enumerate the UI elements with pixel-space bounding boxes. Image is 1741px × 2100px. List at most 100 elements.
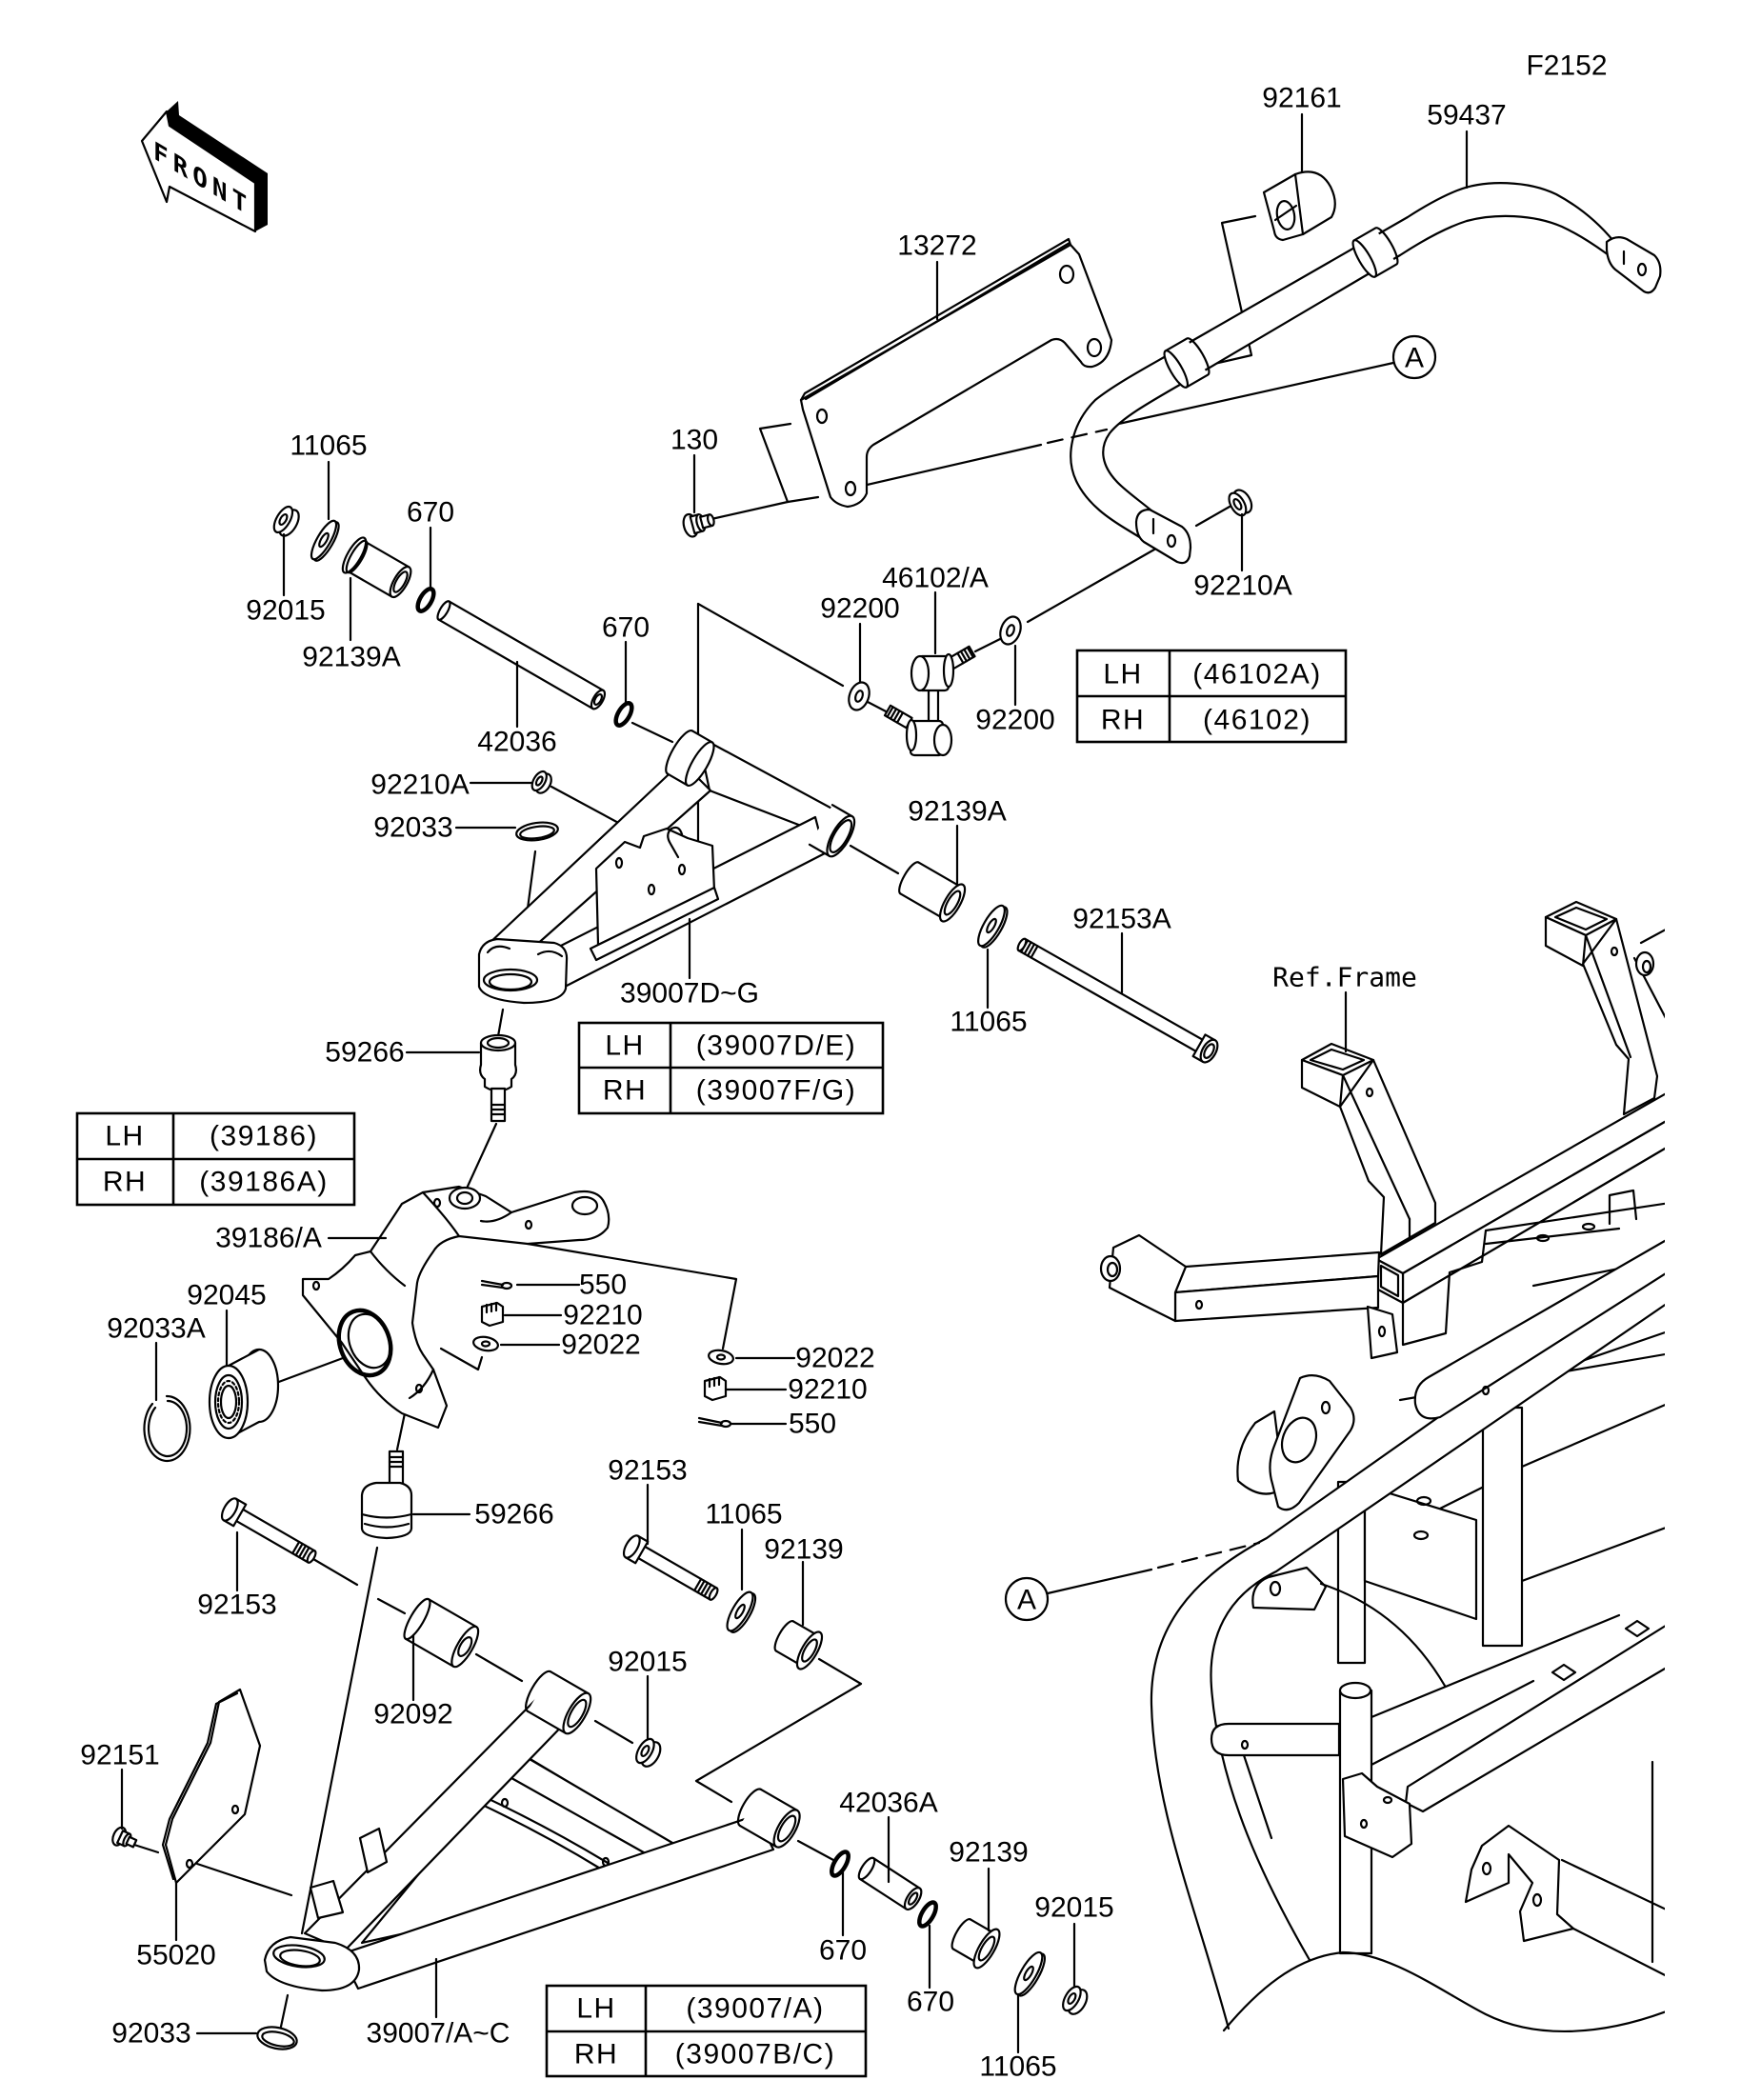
plate-edge: [161, 1691, 239, 1881]
bushing-back: [951, 1918, 972, 1950]
bushing-92139a-mid: [898, 861, 967, 923]
washer-92022-upper: [472, 1335, 499, 1352]
bushing-back: [773, 1620, 795, 1652]
nut-face: [1062, 1985, 1082, 2012]
bracket-bolt-group-line: [758, 422, 820, 504]
o-ring-670-d: [917, 1900, 938, 1929]
washer-hole: [1023, 1965, 1034, 1982]
bracket-plate: [799, 243, 1113, 509]
steering-arm-eye: [570, 1195, 599, 1216]
leader-lines: [120, 112, 1469, 2054]
callout-42036: 42036: [477, 727, 556, 758]
side-table-stabilizer-link: LH (46102A) RH (46102): [1075, 649, 1348, 744]
frame-bumper-inner-edge: [1210, 1303, 1665, 1962]
bolt-shank: [233, 1507, 316, 1564]
washer-hole: [854, 690, 864, 703]
table-side-cell: LH: [576, 1993, 615, 2025]
frame-hole: [1531, 1892, 1543, 1908]
frame-mount-bushing: [1280, 1416, 1318, 1464]
bar-end-eye-right: [1605, 235, 1662, 294]
washer-hole: [318, 531, 330, 549]
callout-92210a: 92210A: [370, 770, 469, 801]
marker-circle: [1391, 334, 1437, 380]
bar-collar: [1351, 227, 1399, 278]
bracket-hole: [647, 883, 656, 896]
cotter-pin-550-lower: [697, 1416, 732, 1429]
connection-a-line: [1112, 361, 1395, 427]
frame-hole: [1320, 1400, 1331, 1415]
callout-92210: 92210: [788, 1374, 867, 1406]
table-part-cell: (39007D/E): [696, 1030, 856, 1062]
side-table-upper-arm: LH (39007D/E) RH (39007F/G): [577, 1021, 885, 1115]
callout-130: 130: [670, 425, 718, 456]
arrow-face: [140, 110, 257, 233]
collar-body: [1353, 228, 1397, 277]
o-ring-670-c: [830, 1850, 850, 1878]
bushing-body: [776, 1621, 818, 1666]
knuckle-hole: [311, 1280, 321, 1291]
nut-92210a-arm: [530, 770, 552, 794]
bolt-shank: [635, 1544, 718, 1601]
boss-edge: [808, 804, 853, 857]
callout-670: 670: [907, 1987, 954, 2018]
link-lower-face: [932, 723, 953, 757]
pivot-pipe-42036: [436, 600, 607, 710]
frame-hole: [1415, 1495, 1432, 1507]
nut-92210a-bar: [1228, 489, 1253, 517]
ball-joint-59266-lower: [360, 1450, 413, 1540]
bolt-head-face: [220, 1497, 239, 1522]
callout-59266: 59266: [325, 1037, 404, 1069]
frame-hole: [1481, 1385, 1491, 1396]
pipe-bore: [592, 692, 604, 707]
callout-92022: 92022: [561, 1330, 640, 1361]
collar-end: [1163, 350, 1190, 389]
bolt-head-face: [622, 1534, 641, 1559]
washer-hole: [1006, 624, 1015, 637]
callout-92092: 92092: [373, 1699, 452, 1730]
callout-92139a: 92139A: [302, 642, 400, 673]
bushing-to-rear-pivot-line: [694, 1657, 863, 1804]
castle-nut-92210-lower: [703, 1375, 728, 1402]
balljoint-to-lower-arm-line: [300, 1546, 379, 1935]
castle-nut-92210-upper: [480, 1301, 505, 1328]
snap-ring-92033a: [143, 1394, 191, 1463]
nut-92015-upper: [272, 505, 300, 537]
boss-bore: [776, 1814, 797, 1843]
bolt-92153a: [1016, 937, 1219, 1064]
frame-post-cap-side: [1300, 1058, 1345, 1109]
frame-hole: [1377, 1325, 1387, 1338]
bushing-slit: [1273, 204, 1298, 222]
bracket-hole: [1086, 337, 1103, 358]
table-side-cell: LH: [1103, 659, 1142, 690]
callout-670: 670: [819, 1935, 867, 1967]
frame-hole: [1581, 1222, 1596, 1231]
cotter-pin-550-upper: [480, 1279, 513, 1290]
pipe-body: [438, 601, 604, 710]
ring-outer: [515, 821, 559, 842]
stabilizer-bracket-13272: [799, 237, 1113, 509]
frame-plate: [1401, 1147, 1665, 1347]
connection-a-line: [849, 443, 1043, 490]
nut-slots: [485, 1301, 498, 1314]
collar-edge: [1352, 227, 1399, 278]
bar-eye-hole: [1166, 533, 1177, 549]
bolt-head-recess: [1203, 1043, 1215, 1059]
boss-end: [684, 741, 715, 787]
boss-back: [525, 1670, 552, 1712]
bearing-to-knuckle-line: [274, 1356, 345, 1385]
knuckle-to-hardware-line: [439, 1347, 484, 1371]
frame-arm-eye-hole: [1106, 1261, 1119, 1278]
bracket-hole: [677, 863, 687, 876]
callout-92153: 92153: [197, 1590, 276, 1621]
washer-face: [1013, 1950, 1044, 1996]
bracket-hole: [1058, 264, 1075, 285]
boss-end: [826, 814, 856, 858]
callout-11065: 11065: [979, 2051, 1056, 2083]
boss-end: [562, 1691, 592, 1735]
bolt-to-bracket-line: [710, 500, 790, 521]
boss-edge: [738, 1788, 799, 1849]
bushing-to-pivot-line: [849, 844, 900, 875]
frame-hole: [1641, 959, 1652, 974]
washer-92200-left: [848, 681, 870, 711]
table-side-cell: RH: [1101, 705, 1145, 736]
